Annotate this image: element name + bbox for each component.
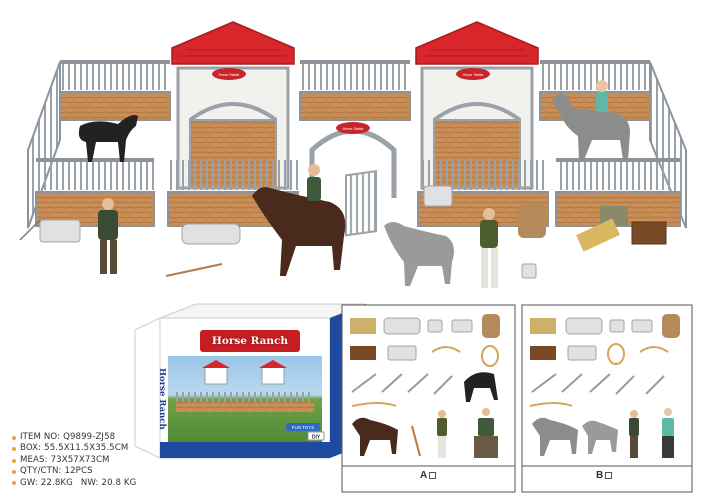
checkbox-icon[interactable] (429, 472, 437, 479)
box-brand: FUN TOYS (291, 425, 315, 430)
ranch-accessories (19, 185, 667, 279)
bullet-icon (12, 435, 16, 440)
brown-horse-rider-figure (252, 164, 346, 276)
stable-sign-left: Horse Stable (212, 68, 246, 80)
spec-list: ITEM NO: Q9899-ZJ58 BOX: 55.5X11.5X35.5C… (12, 432, 212, 489)
center-gate: Horse Stable (309, 122, 397, 237)
spec-qty: QTY/CTN: 12PCS (12, 466, 212, 477)
stable-sign-right: Horse Stable (456, 68, 490, 80)
dapple-foal-figure (384, 222, 454, 286)
variant-panel-b (521, 304, 693, 493)
bullet-icon (12, 481, 16, 486)
box-title: Horse Ranch (211, 335, 289, 347)
variant-a-label[interactable]: A (420, 470, 437, 481)
spec-weight: GW: 22.8KG NW: 20.8 KG (12, 478, 212, 489)
variant-b-label[interactable]: B (596, 470, 613, 481)
spec-box: BOX: 55.5X11.5X35.5CM (12, 443, 212, 454)
svg-text:Horse Stable: Horse Stable (463, 73, 484, 77)
grey-horse-rider-figure (552, 80, 630, 160)
bullet-icon (12, 458, 16, 463)
farmer-figure (98, 198, 118, 274)
checkbox-icon[interactable] (605, 472, 613, 479)
spec-meas: MEAS: 73X57X73CM (12, 455, 212, 466)
spec-item-no: ITEM NO: Q9899-ZJ58 (12, 432, 212, 443)
bullet-icon (12, 469, 16, 474)
woman-figure (480, 208, 498, 288)
box-badge: DIY (312, 435, 321, 441)
svg-text:Horse Stable: Horse Stable (219, 73, 240, 77)
black-foal-figure (78, 115, 138, 162)
variant-panel-a (341, 304, 516, 493)
svg-text:Horse Stable: Horse Stable (343, 127, 364, 131)
box-side-title: Horse Ranch (157, 368, 167, 430)
ranch-playset: Horse Stable Horse Stable Horse Stable (19, 21, 687, 288)
bullet-icon (12, 447, 16, 452)
